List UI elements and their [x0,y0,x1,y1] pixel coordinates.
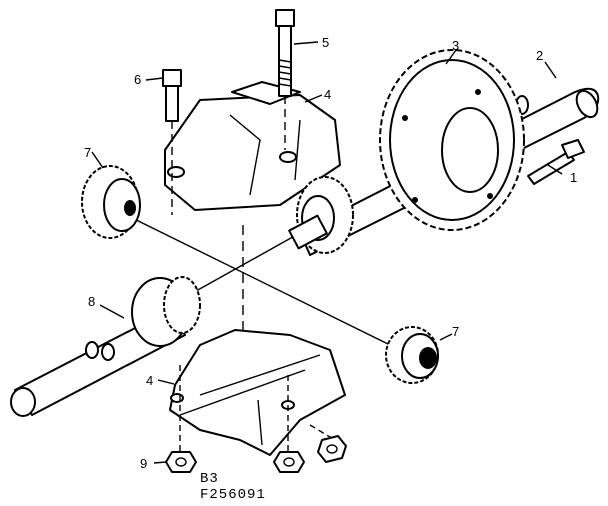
leader-line [547,164,563,175]
leader-line [304,94,323,103]
short-bolt-head [162,69,182,87]
lower-shaft-hole [101,343,115,361]
small-bolt-head [561,139,585,159]
sprocket [379,49,525,231]
callout-7-left: 7 [84,145,91,160]
callout-4-lower: 4 [146,373,153,388]
bevel-gear-right [385,326,439,384]
sprocket-hub [441,107,499,193]
upper-housing [164,81,341,211]
callout-3: 3 [452,38,459,53]
nut-hole [326,444,338,454]
lower-housing-ribs [179,354,321,446]
nut [165,451,197,473]
sprocket-hole [475,89,481,95]
lower-housing [169,329,346,456]
axis-line-diagonal-a [119,211,391,346]
leader-line [99,304,125,319]
callout-6: 6 [134,72,141,87]
caption-part-number: F256091 [200,487,266,503]
upper-housing-ribs [229,114,301,196]
bevel-gear-center-hub [288,214,328,250]
sprocket-hole [412,197,418,203]
leader-line [293,41,319,45]
short-bolt-shank [165,85,179,122]
bevel-gear-left-bore [124,200,136,216]
leader-line [439,333,453,341]
bevel-gear-right-bore [419,347,437,369]
upper-housing-body [164,94,341,211]
caption-code: B3 [200,471,219,487]
nut-hole [283,457,295,467]
callout-2: 2 [536,48,543,63]
sprocket-hole [487,193,493,199]
long-bolt [275,9,295,97]
nut-hole [175,457,187,467]
leader-line [91,151,104,169]
leader-line [544,61,557,79]
lower-housing-bore [170,393,184,403]
lower-housing-body [169,329,346,456]
callout-5: 5 [322,35,329,50]
leader-lines [91,41,563,464]
callout-8: 8 [88,294,95,309]
callout-4-upper: 4 [324,87,331,102]
nut-shape [165,451,197,473]
upper-housing-bore [167,166,185,178]
small-bolt [527,139,585,185]
bevel-gear-left-face [103,178,141,232]
main-shaft-end [575,89,599,119]
leader-line [153,461,167,464]
leader-line [445,49,457,65]
nut [317,435,347,463]
leader-line [145,77,164,81]
leader-line [157,379,175,385]
nut-shape [317,435,347,463]
nut-shape [273,451,305,473]
lower-shaft-end [10,387,36,417]
small-bolt-shank [527,151,575,185]
lower-shaft-gear-teeth [163,276,201,334]
bevel-gear-left [81,165,141,239]
callout-1: 1 [570,170,577,185]
long-bolt-thread [278,59,292,87]
upper-housing-bore [279,151,297,163]
lower-shaft-hole [85,341,99,359]
callout-9: 9 [140,456,147,471]
upper-housing-boss [231,81,301,105]
callouts: 1 2 3 4 4 5 6 7 7 8 9 [84,35,577,471]
lower-shaft [10,276,201,417]
sprocket-hole [402,115,408,121]
nut [273,451,305,473]
callout-7-right: 7 [452,324,459,339]
long-bolt-head [275,9,295,27]
short-bolt [162,69,182,122]
bevel-gear-center [288,176,354,254]
